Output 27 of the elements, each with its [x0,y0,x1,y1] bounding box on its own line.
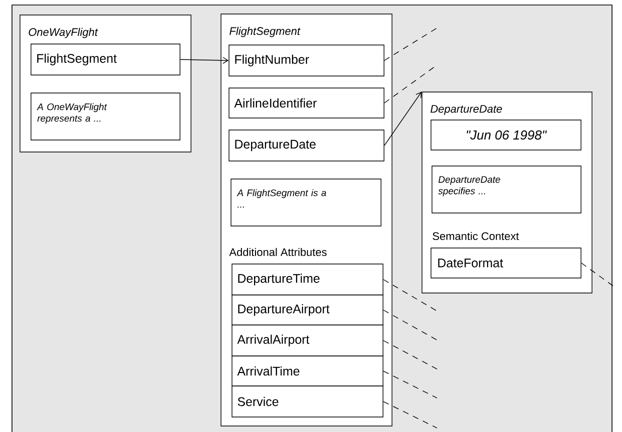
attribute-box: FlightNumber [228,44,384,76]
attribute-box: DateFormat [430,248,582,278]
description-box: A FlightSegment is a ... [230,178,382,226]
dashed-line [383,401,438,428]
arrow [384,92,422,146]
attribute-box: Service [232,386,384,418]
section-heading: Semantic Context [432,232,519,240]
class-title: FlightSegment [230,26,300,38]
attribute-box: DepartureAirport [232,294,384,326]
attribute-box: DepartureDate [228,130,384,162]
attribute-box: DepartureTime [232,264,384,296]
value-box: "Jun 06 1998" [430,120,582,150]
dashed-line [383,310,438,340]
description-box: DepartureDate specifies ... [432,166,582,214]
dashed-line [383,279,438,312]
class-title: DepartureDate [430,105,502,115]
attribute-box: FlightSegment [30,44,180,76]
dashed-line [384,28,438,61]
dashed-line [383,340,438,370]
attribute-box: ArrivalTime [232,356,384,386]
class-title: OneWayFlight [28,28,98,38]
section-heading: Additional Attributes [229,248,327,256]
arrow [180,57,229,64]
attribute-box: AirlineIdentifier [228,88,384,118]
dashed-line [383,370,438,398]
attribute-box: ArrivalAirport [232,324,384,356]
description-box: A OneWayFlight represents a ... [30,92,180,140]
